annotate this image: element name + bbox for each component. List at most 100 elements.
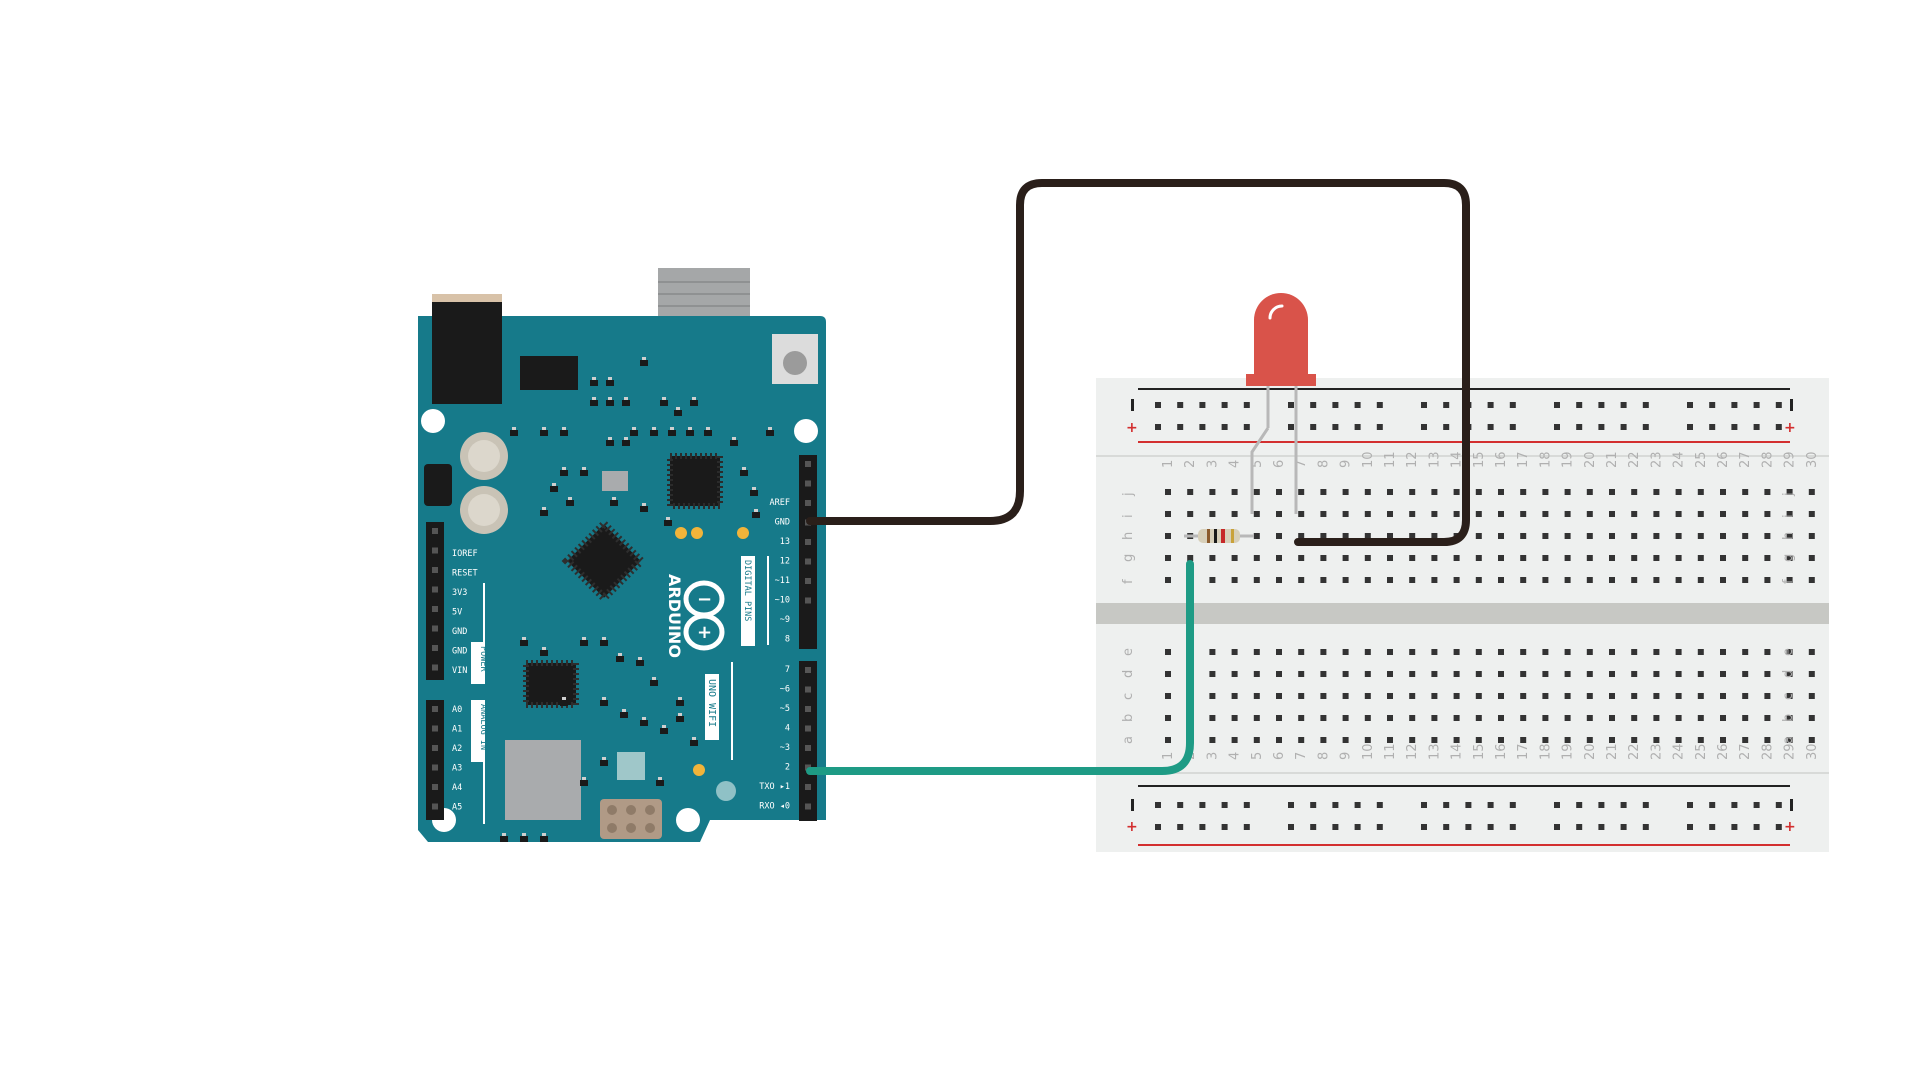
breadboard-hole[interactable] bbox=[1276, 533, 1282, 539]
breadboard-hole[interactable] bbox=[1542, 511, 1549, 517]
rail-hole[interactable] bbox=[1709, 802, 1716, 808]
breadboard-hole[interactable] bbox=[1298, 555, 1305, 561]
breadboard-hole[interactable] bbox=[1786, 649, 1793, 655]
breadboard-hole[interactable] bbox=[1697, 715, 1704, 721]
rail-hole[interactable] bbox=[1487, 824, 1494, 830]
breadboard-hole[interactable] bbox=[1364, 671, 1371, 677]
breadboard-hole[interactable] bbox=[1520, 577, 1527, 583]
breadboard-hole[interactable] bbox=[1720, 693, 1726, 699]
breadboard-hole[interactable] bbox=[1609, 511, 1615, 517]
breadboard-hole[interactable] bbox=[1231, 511, 1238, 517]
breadboard-hole[interactable] bbox=[1764, 715, 1771, 721]
breadboard-hole[interactable] bbox=[1653, 737, 1660, 743]
rail-hole[interactable] bbox=[1310, 802, 1317, 808]
breadboard-hole[interactable] bbox=[1564, 489, 1571, 495]
breadboard-hole[interactable] bbox=[1697, 577, 1704, 583]
breadboard-hole[interactable] bbox=[1653, 671, 1660, 677]
rail-hole[interactable] bbox=[1243, 802, 1250, 808]
breadboard-hole[interactable] bbox=[1742, 737, 1749, 743]
breadboard-hole[interactable] bbox=[1431, 649, 1438, 655]
header-pin[interactable] bbox=[805, 480, 811, 487]
rail-hole[interactable] bbox=[1753, 824, 1760, 830]
header-pin[interactable] bbox=[805, 784, 811, 790]
breadboard-hole[interactable] bbox=[1231, 671, 1238, 677]
breadboard-hole[interactable] bbox=[1253, 649, 1260, 655]
breadboard-hole[interactable] bbox=[1276, 671, 1282, 677]
rail-hole[interactable] bbox=[1775, 402, 1782, 408]
breadboard-hole[interactable] bbox=[1631, 577, 1638, 583]
breadboard-hole[interactable] bbox=[1475, 489, 1482, 495]
breadboard-hole[interactable] bbox=[1520, 715, 1527, 721]
header-pin[interactable] bbox=[805, 803, 811, 810]
breadboard-hole[interactable] bbox=[1742, 533, 1749, 539]
rail-hole[interactable] bbox=[1509, 802, 1516, 808]
breadboard-hole[interactable] bbox=[1431, 555, 1438, 561]
breadboard-hole[interactable] bbox=[1364, 737, 1371, 743]
breadboard-hole[interactable] bbox=[1431, 693, 1438, 699]
rail-hole[interactable] bbox=[1487, 802, 1494, 808]
breadboard-hole[interactable] bbox=[1520, 737, 1527, 743]
rail-hole[interactable] bbox=[1354, 802, 1361, 808]
breadboard-hole[interactable] bbox=[1631, 511, 1638, 517]
breadboard-hole[interactable] bbox=[1165, 489, 1171, 495]
breadboard-hole[interactable] bbox=[1564, 671, 1571, 677]
breadboard-hole[interactable] bbox=[1387, 533, 1393, 539]
breadboard-hole[interactable] bbox=[1564, 693, 1571, 699]
rail-hole[interactable] bbox=[1221, 824, 1228, 830]
breadboard-hole[interactable] bbox=[1786, 671, 1793, 677]
breadboard-hole[interactable] bbox=[1364, 693, 1371, 699]
rail-hole[interactable] bbox=[1155, 424, 1161, 430]
breadboard-hole[interactable] bbox=[1276, 555, 1282, 561]
rail-hole[interactable] bbox=[1598, 424, 1605, 430]
rail-hole[interactable] bbox=[1598, 824, 1605, 830]
breadboard-hole[interactable] bbox=[1742, 649, 1749, 655]
breadboard-hole[interactable] bbox=[1609, 693, 1615, 699]
rail-hole[interactable] bbox=[1753, 424, 1760, 430]
breadboard-hole[interactable] bbox=[1409, 649, 1416, 655]
breadboard-hole[interactable] bbox=[1431, 511, 1438, 517]
breadboard-hole[interactable] bbox=[1498, 511, 1504, 517]
breadboard-hole[interactable] bbox=[1498, 649, 1504, 655]
rail-hole[interactable] bbox=[1199, 424, 1206, 430]
breadboard-hole[interactable] bbox=[1697, 671, 1704, 677]
breadboard-hole[interactable] bbox=[1720, 577, 1726, 583]
breadboard-hole[interactable] bbox=[1631, 715, 1638, 721]
breadboard-hole[interactable] bbox=[1364, 489, 1371, 495]
breadboard-hole[interactable] bbox=[1609, 671, 1615, 677]
rail-hole[interactable] bbox=[1731, 424, 1738, 430]
breadboard-hole[interactable] bbox=[1520, 511, 1527, 517]
rail-hole[interactable] bbox=[1709, 824, 1716, 830]
breadboard-hole[interactable] bbox=[1253, 511, 1260, 517]
breadboard-hole[interactable] bbox=[1542, 737, 1549, 743]
breadboard-hole[interactable] bbox=[1231, 577, 1238, 583]
breadboard-hole[interactable] bbox=[1542, 715, 1549, 721]
breadboard-hole[interactable] bbox=[1298, 671, 1305, 677]
rail-hole[interactable] bbox=[1598, 402, 1605, 408]
breadboard-hole[interactable] bbox=[1387, 737, 1393, 743]
breadboard-hole[interactable] bbox=[1498, 555, 1504, 561]
header-pin[interactable] bbox=[432, 803, 438, 810]
breadboard-hole[interactable] bbox=[1808, 671, 1815, 677]
header-pin[interactable] bbox=[805, 725, 811, 732]
breadboard-hole[interactable] bbox=[1609, 533, 1615, 539]
breadboard-hole[interactable] bbox=[1276, 737, 1282, 743]
breadboard-hole[interactable] bbox=[1453, 511, 1460, 517]
breadboard-hole[interactable] bbox=[1298, 489, 1305, 495]
breadboard-hole[interactable] bbox=[1808, 577, 1815, 583]
breadboard-hole[interactable] bbox=[1187, 489, 1194, 495]
breadboard-hole[interactable] bbox=[1675, 533, 1682, 539]
rail-hole[interactable] bbox=[1642, 824, 1649, 830]
breadboard-hole[interactable] bbox=[1586, 555, 1593, 561]
breadboard-hole[interactable] bbox=[1387, 577, 1393, 583]
breadboard-hole[interactable] bbox=[1231, 737, 1238, 743]
breadboard-hole[interactable] bbox=[1364, 715, 1371, 721]
breadboard-hole[interactable] bbox=[1320, 577, 1327, 583]
breadboard-hole[interactable] bbox=[1808, 555, 1815, 561]
breadboard-hole[interactable] bbox=[1675, 737, 1682, 743]
breadboard-hole[interactable] bbox=[1231, 693, 1238, 699]
breadboard-hole[interactable] bbox=[1609, 577, 1615, 583]
breadboard-hole[interactable] bbox=[1764, 555, 1771, 561]
breadboard-hole[interactable] bbox=[1364, 511, 1371, 517]
breadboard-hole[interactable] bbox=[1564, 555, 1571, 561]
rail-hole[interactable] bbox=[1376, 402, 1383, 408]
